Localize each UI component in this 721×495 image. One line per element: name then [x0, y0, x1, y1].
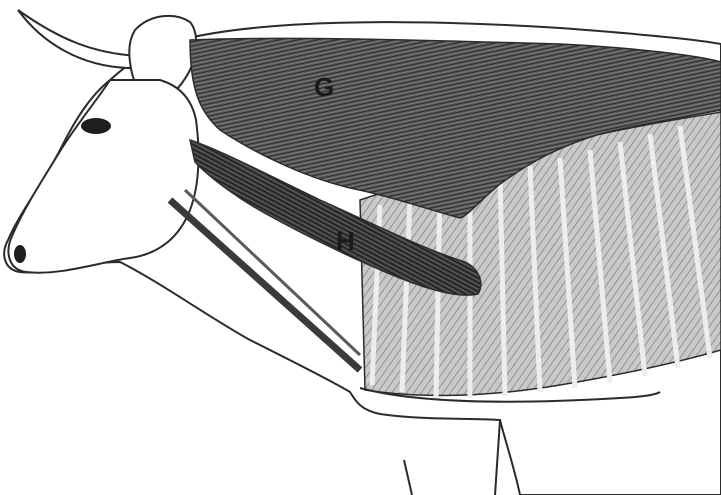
nostril [14, 245, 26, 263]
label-h: H [336, 228, 355, 254]
horn [18, 10, 148, 68]
front-leg-line [404, 460, 412, 495]
front-leg-line-2 [495, 420, 500, 495]
label-g: G [314, 74, 334, 100]
eye [81, 118, 111, 134]
